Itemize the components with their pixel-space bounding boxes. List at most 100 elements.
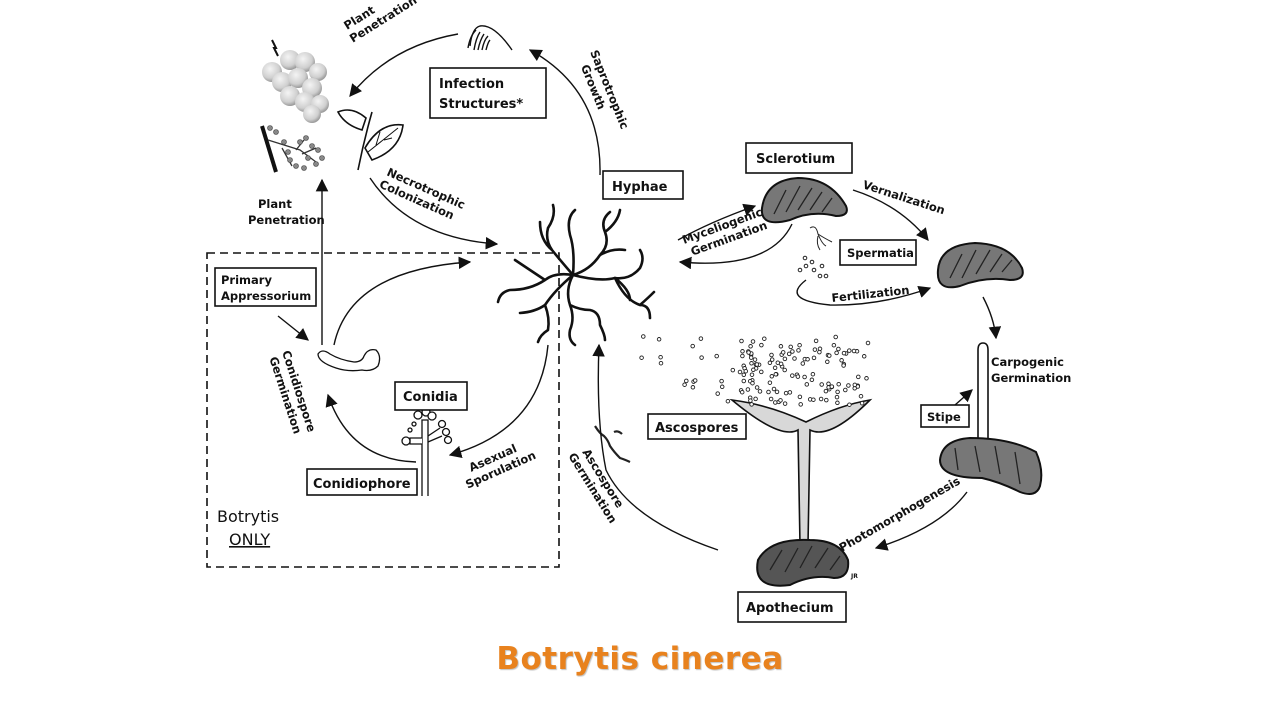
svg-text:Conidia: Conidia: [403, 390, 458, 405]
ascospore-dot: [719, 384, 725, 390]
label-fertilization: Fertilization: [831, 283, 910, 305]
ascospore-dot: [698, 336, 704, 341]
ascospore-dot: [856, 374, 861, 380]
ascospore-dot: [819, 382, 824, 387]
ascospore-dot: [751, 367, 756, 373]
ascospore-dot: [795, 374, 801, 379]
arrow-asexual-sporulation: [448, 344, 549, 459]
ascospore-dot: [841, 363, 846, 368]
ascospore-dot: [780, 350, 786, 355]
arrow-myceliogenic-to-sclerotium: [677, 203, 757, 241]
arrow-conidiospore-germination: [325, 393, 417, 463]
arrow-saprotrophic-growth: [528, 49, 601, 176]
svg-text:Primary: Primary: [221, 273, 272, 287]
ascospore-dot: [714, 353, 719, 359]
label-carpogenic-germination-line2: Germination: [991, 371, 1071, 385]
ascospore-dot: [782, 367, 787, 373]
node-ascospores: Ascospores: [647, 413, 747, 440]
ascospore-dot: [810, 371, 816, 377]
ascospore-dot: [750, 380, 755, 386]
ascospore-dot: [798, 402, 803, 407]
ascospore-dot: [769, 374, 775, 379]
ascospore-dot: [730, 367, 736, 373]
ascospore-dot: [839, 358, 844, 363]
ascospore-dot: [859, 400, 865, 406]
ascospore-dot: [767, 380, 773, 385]
ascospore-dot: [788, 344, 793, 350]
ascospore-dot: [796, 348, 801, 353]
ascospore-dot: [811, 355, 817, 361]
svg-text:Stipe: Stipe: [927, 410, 961, 424]
svg-text:Hyphae: Hyphae: [612, 180, 668, 195]
node-sclerotium: Sclerotium: [745, 142, 853, 174]
ascospore-dot: [834, 350, 839, 356]
ascospore-dot: [804, 382, 810, 387]
arrow-myceliogenic-germination: [678, 223, 793, 270]
infection-structures-label-line2: Structures*: [439, 97, 523, 112]
infection-structure-icon: [467, 25, 513, 51]
ascospore-dot: [782, 356, 788, 362]
ascospore-dot: [835, 400, 840, 406]
ascospore-dot: [783, 390, 789, 396]
ascospore-dot: [823, 388, 829, 394]
arrow-appressorium-pointer: [277, 315, 309, 341]
ascospore-dot: [827, 353, 832, 358]
ascospore-dot: [762, 336, 767, 341]
label-plant-penetration-left-line2: Penetration: [248, 213, 325, 227]
label-photomorphogenesis: Photomorphogenesis: [837, 474, 963, 555]
conidiophore-icon: [401, 407, 453, 496]
ascospore-dot: [831, 342, 837, 348]
ascospore-dot: [790, 373, 795, 378]
artist-mark: JR: [850, 573, 858, 580]
ascospore-dot: [639, 355, 644, 360]
botrytis-only-note-line1: Botrytis: [217, 507, 279, 526]
arrow-ascospore-germination: [592, 343, 719, 551]
ascospore-dot: [818, 396, 824, 402]
ascospore-dot: [692, 378, 698, 383]
label-myceliogenic-germination: Myceliogenic Germination: [680, 205, 769, 259]
ascospore-dot: [841, 350, 847, 356]
ascospore-dot: [740, 349, 745, 354]
ascospore-dot: [858, 393, 864, 399]
svg-text:Ascospores: Ascospores: [655, 421, 739, 436]
node-primary-appressorium: Primary Appressorium: [214, 267, 317, 307]
ascospore-dot: [768, 396, 774, 402]
ascospore-dot: [741, 372, 747, 378]
ascospore-dot: [836, 346, 841, 352]
ascospore-dot: [851, 348, 857, 354]
ascospore-dot: [750, 339, 756, 344]
infected-stem-icon: [260, 125, 325, 173]
ascospore-dot: [864, 376, 869, 381]
label-ascospore-germination: Ascospore Germination: [565, 446, 626, 526]
grape-cluster-icon: [262, 39, 329, 123]
ascospore-dot: [757, 389, 763, 394]
ascospore-dot: [824, 397, 829, 403]
ascospore-dot: [811, 397, 816, 402]
botrytis-only-region: [206, 252, 560, 568]
ascospore-dot: [774, 389, 780, 395]
ascospore-dot: [786, 351, 792, 357]
arrow-vernalization: [852, 189, 929, 241]
node-stipe: Stipe: [920, 404, 970, 428]
label-asexual-sporulation: Asexual Sporulation: [463, 441, 538, 491]
ascospore-dot: [773, 372, 779, 377]
label-necrotrophic-colonization: Necrotrophic Colonization: [377, 165, 467, 222]
svg-text:Sclerotium: Sclerotium: [756, 152, 835, 167]
ascospore-dot: [690, 343, 695, 349]
ascospore-dot: [690, 385, 696, 390]
ascospore-dot: [782, 401, 788, 406]
infection-structures-label-line1: Infection: [439, 77, 504, 92]
ascospore-dot: [740, 353, 745, 359]
ascospore-dot: [641, 334, 646, 339]
ascospore-dot: [772, 365, 778, 371]
ascospore-dot: [809, 377, 815, 383]
arrow-to-carpogenic: [982, 296, 1002, 340]
ascospore-dot: [817, 349, 822, 355]
ascospore-dot: [835, 389, 840, 395]
label-saprotrophic-growth: Saprotrophic Growth: [578, 48, 632, 131]
ascospore-dot: [826, 381, 831, 387]
ascospore-dot: [748, 398, 753, 403]
node-conidiophore: Conidiophore: [306, 468, 418, 496]
ascospore-dot: [759, 342, 764, 348]
